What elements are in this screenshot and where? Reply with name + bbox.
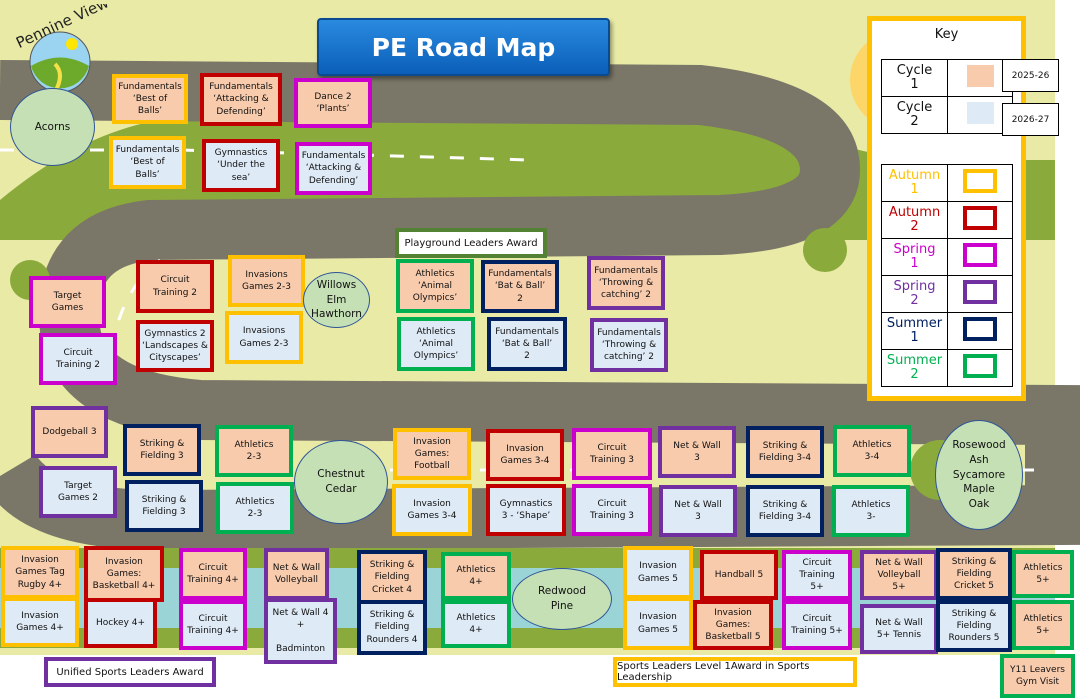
activity-card: Net & Wall 3 (658, 426, 736, 478)
activity-card: Athletics 4+ (441, 600, 511, 648)
term-label: Autumn 1 (881, 164, 948, 202)
award-banner: Unified Sports Leaders Award (44, 657, 216, 687)
activity-card: Athletics 5+ (1012, 600, 1074, 650)
class-group-circle: Rosewood Ash Sycamore Maple Oak (935, 420, 1023, 530)
term-swatch (947, 201, 1013, 239)
cycle-2-year: 2026-27 (1002, 103, 1059, 136)
activity-card: Fundamentals ‘Bat & Ball’ 2 (481, 260, 559, 313)
activity-card: Invasion Games 5 (623, 546, 693, 599)
cycle-label: Cycle 2 (881, 96, 948, 134)
activity-card: Striking & Fielding Cricket 5 (936, 548, 1012, 600)
term-swatch (947, 349, 1013, 387)
activity-card: Y11 Leavers Gym Visit (1000, 654, 1075, 698)
activity-card: Handball 5 (700, 550, 778, 600)
activity-card: Gymnastics ‘Under the sea’ (202, 139, 280, 192)
term-label: Spring 1 (881, 238, 948, 276)
class-group-circle: Redwood Pine (512, 568, 612, 630)
term-label: Summer 2 (881, 349, 948, 387)
activity-card: Circuit Training 5+ (782, 600, 852, 650)
award-banner: Sports Leaders Level 1Award in Sports Le… (613, 657, 857, 687)
activity-card: Athletics 2-3 (216, 482, 294, 534)
term-swatch (947, 164, 1013, 202)
activity-card: Invasion Games: Basketball 4+ (84, 546, 164, 602)
term-swatch (947, 238, 1013, 276)
activity-card: Net & Wall Volleyball 5+ (860, 550, 938, 600)
activity-card: Fundamentals ‘Bat & Ball’ 2 (487, 317, 567, 371)
class-group-circle: Acorns (10, 88, 95, 166)
activity-card: Invasions Games 2-3 (228, 255, 305, 307)
activity-card: Striking & Fielding 3-4 (746, 426, 824, 478)
activity-card: Striking & Fielding Cricket 4 (357, 550, 427, 605)
activity-card: Invasion Games: Football (393, 428, 471, 480)
activity-card: Striking & Fielding 3-4 (746, 485, 824, 537)
activity-card: Gymnastics 2 ‘Landscapes & Cityscapes’ (136, 320, 214, 372)
activity-card: Circuit Training 5+ (782, 550, 852, 600)
activity-card: Athletics 3-4 (833, 425, 911, 477)
key-title: Key (934, 27, 959, 42)
activity-card: Target Games (29, 276, 106, 328)
activity-card: Fundamentals ‘Throwing & catching’ 2 (590, 318, 668, 372)
activity-card: Athletics 2-3 (215, 425, 293, 477)
term-label: Summer 1 (881, 312, 948, 350)
class-group-circle: Willows Elm Hawthorn (303, 272, 370, 328)
activity-card: Circuit Training 4+ (179, 600, 247, 650)
activity-card: Net & Wall 5+ Tennis (860, 604, 938, 654)
cycle-1-year: 2025-26 (1002, 59, 1059, 92)
activity-card: Fundamentals ‘Best of Balls’ (109, 136, 186, 189)
activity-card: Athletics 5+ (1012, 550, 1074, 598)
activity-card: Circuit Training 2 (136, 260, 214, 313)
activity-card: Invasion Games Tag Rugby 4+ (1, 546, 79, 599)
activity-card: Athletics ‘Animal Olympics’ (397, 317, 475, 371)
term-label: Spring 2 (881, 275, 948, 313)
activity-card: Fundamentals ‘Best of Balls’ (112, 74, 188, 124)
activity-card: Gymnastics 3 - ‘Shape’ (486, 484, 566, 536)
activity-card: Circuit Training 3 (572, 484, 652, 536)
activity-card: Net & Wall 3 (659, 485, 737, 537)
activity-card: Hockey 4+ (84, 598, 157, 648)
activity-card: Net & Wall 4 + Badminton (264, 598, 337, 664)
activity-card: Fundamentals ‘Attacking & Defending’ (200, 73, 282, 126)
activity-card: Circuit Training 3 (572, 428, 652, 480)
school-logo: Pennine View (10, 0, 118, 96)
award-banner: Playground Leaders Award (395, 228, 547, 258)
activity-card: Athletics 4+ (441, 552, 511, 600)
activity-card: Striking & Fielding 3 (123, 424, 201, 476)
activity-card: Striking & Fielding 3 (125, 480, 203, 532)
activity-card: Striking & Fielding Rounders 5 (936, 600, 1012, 652)
activity-card: Invasion Games: Basketball 5 (693, 600, 773, 650)
activity-card: Circuit Training 4+ (179, 548, 247, 600)
activity-card: Net & Wall Volleyball (264, 548, 329, 600)
activity-card: Invasion Games 3-4 (392, 484, 472, 536)
activity-card: Fundamentals ‘Throwing & catching’ 2 (587, 256, 665, 310)
term-label: Autumn 2 (881, 201, 948, 239)
activity-card: Invasion Games 5 (623, 597, 693, 650)
term-swatch (947, 312, 1013, 350)
class-group-circle: Chestnut Cedar (294, 440, 388, 524)
activity-card: Invasion Games 3-4 (486, 429, 564, 481)
activity-card: Dance 2 ‘Plants’ (294, 78, 372, 128)
cycle-label: Cycle 1 (881, 59, 948, 97)
activity-card: Athletics 3- (832, 485, 910, 537)
activity-card: Striking & Fielding Rounders 4 (357, 600, 427, 655)
activity-card: Invasion Games 4+ (1, 597, 79, 647)
page-title: PE Road Map (317, 18, 610, 76)
activity-card: Invasions Games 2-3 (225, 311, 303, 364)
activity-card: Circuit Training 2 (39, 333, 117, 385)
activity-card: Athletics ‘Animal Olympics’ (396, 259, 474, 313)
activity-card: Dodgeball 3 (31, 406, 108, 458)
activity-card: Fundamentals ‘Attacking & Defending’ (295, 142, 372, 195)
term-swatch (947, 275, 1013, 313)
activity-card: Target Games 2 (39, 466, 117, 518)
